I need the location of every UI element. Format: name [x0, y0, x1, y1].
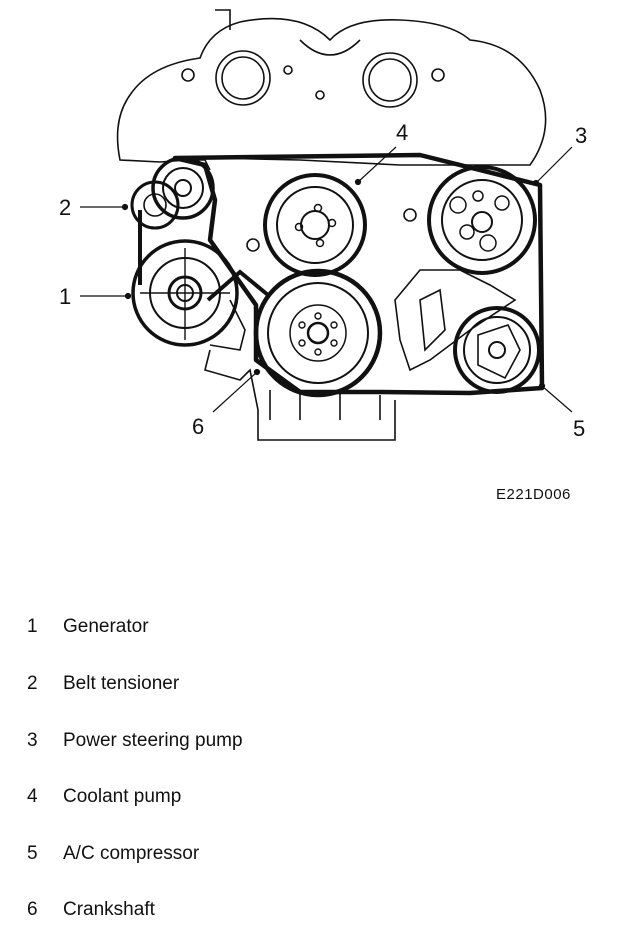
legend-number: 3: [27, 730, 38, 751]
legend-label: Generator: [63, 616, 149, 637]
drive-belt: [172, 152, 545, 396]
legend-item: 6 Crankshaft: [0, 899, 640, 923]
intake-port-left: [215, 50, 271, 106]
ac-compressor-pulley: [453, 306, 541, 394]
legend-item: 4 Coolant pump: [0, 786, 640, 810]
legend-number: 6: [27, 899, 38, 920]
callout-3: 3: [575, 123, 588, 148]
legend-item: 1 Generator: [0, 616, 640, 640]
crankshaft-pulley: [253, 268, 383, 398]
legend-item: 5 A/C compressor: [0, 843, 640, 867]
figure-code: E221D006: [496, 486, 571, 503]
belt-routing-diagram: [80, 9, 573, 441]
coolant-pump-pulley: [263, 173, 367, 277]
callout-5: 5: [573, 416, 586, 441]
legend-label: Coolant pump: [63, 786, 182, 807]
intake-port-right: [362, 52, 418, 108]
belt-tensioner-pulley: [130, 156, 215, 230]
generator-pulley: [131, 239, 239, 347]
legend-number: 2: [27, 673, 38, 694]
legend-item: 3 Power steering pump: [0, 730, 640, 754]
callout-1: 1: [59, 284, 72, 309]
legend-label: Crankshaft: [63, 899, 155, 920]
legend-number: 5: [27, 843, 38, 864]
callout-4: 4: [396, 120, 409, 145]
legend-item: 2 Belt tensioner: [0, 673, 640, 697]
legend-label: Power steering pump: [63, 730, 243, 751]
callout-2: 2: [59, 195, 72, 220]
legend-label: A/C compressor: [63, 843, 200, 864]
callout-6: 6: [192, 414, 205, 439]
legend-number: 1: [27, 616, 38, 637]
legend-number: 4: [27, 786, 38, 807]
engine-housing-outline: [116, 17, 547, 166]
power-steering-pump-pulley: [427, 165, 537, 275]
legend-label: Belt tensioner: [63, 673, 180, 694]
